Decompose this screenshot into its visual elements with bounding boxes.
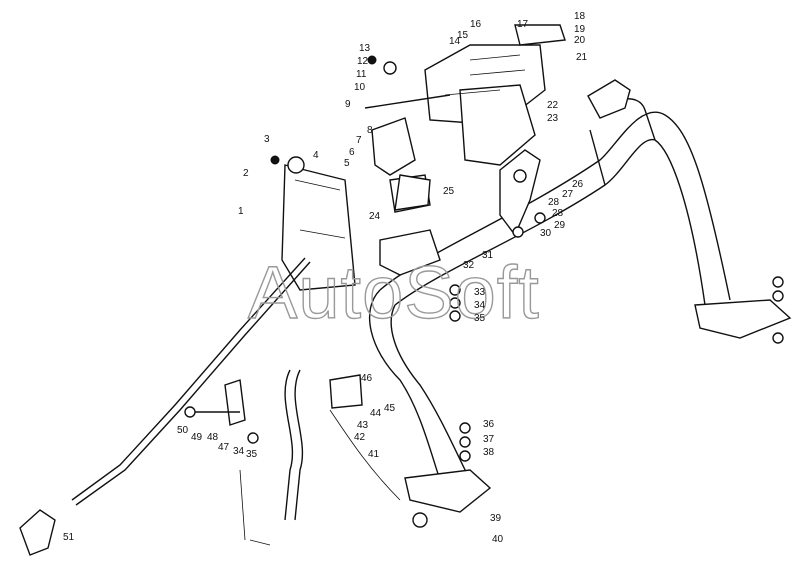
callout-label-51: 51 [63,532,75,543]
callout-label-32: 32 [463,260,475,271]
fasteners [184,55,784,528]
callout-label-28: 28 [548,197,560,208]
callout-label-21: 21 [576,52,588,63]
callout-label-34: 34 [233,446,245,457]
callout-label-7: 7 [356,135,362,146]
callout-label-5: 5 [344,158,350,169]
callout-label-20: 20 [574,35,586,46]
callout-label-27: 27 [562,189,574,200]
callout-label-6: 6 [349,147,355,158]
callout-label-30: 30 [540,228,552,239]
callout-label-17: 17 [517,19,529,30]
callout-label-35: 35 [246,449,258,460]
watermark: AutoSoft [248,251,540,334]
callout-label-14: 14 [449,36,461,47]
callout-label-18: 18 [574,11,586,22]
callout-label-41: 41 [368,449,380,460]
callout-label-1: 1 [238,206,244,217]
callout-label-35: 35 [474,313,486,324]
callout-label-37: 37 [483,434,495,445]
callout-label-12: 12 [357,56,369,67]
callout-label-49: 49 [191,432,203,443]
pedal-bracket-assembly [364,24,566,176]
callout-label-31: 31 [482,250,494,261]
callout-label-34: 34 [474,300,486,311]
callout-label-2: 2 [243,168,249,179]
lever-assembly [281,156,431,291]
lower-linkage [185,369,401,546]
callout-label-36: 36 [483,419,495,430]
callout-label-10: 10 [354,82,366,93]
callout-label-19: 19 [574,24,586,35]
callout-label-47: 47 [218,442,230,453]
callout-label-38: 38 [483,447,495,458]
callout-label-26: 26 [572,179,584,190]
callout-label-4: 4 [313,150,319,161]
callout-label-33: 33 [474,287,486,298]
callout-label-11: 11 [356,69,367,80]
callout-label-15: 15 [457,30,469,41]
callout-label-29: 29 [554,220,566,231]
callout-label-28: 28 [552,208,564,219]
callout-label-50: 50 [177,425,189,436]
callout-label-42: 42 [354,432,366,443]
callout-label-22: 22 [547,100,559,111]
gear-shift-rod [19,257,311,556]
tubular-frame [368,79,792,513]
callout-label-40: 40 [492,534,504,545]
callout-label-25: 25 [443,186,455,197]
callout-label-39: 39 [490,513,502,524]
callout-label-48: 48 [207,432,219,443]
callout-label-23: 23 [547,113,559,124]
callout-label-8: 8 [367,125,373,136]
callout-label-13: 13 [359,43,371,54]
callout-label-9: 9 [345,99,351,110]
callout-label-43: 43 [357,420,369,431]
callout-label-16: 16 [470,19,482,30]
callout-label-45: 45 [384,403,396,414]
callout-label-46: 46 [361,373,373,384]
callout-label-44: 44 [370,408,382,419]
callout-label-3: 3 [264,134,270,145]
callout-label-24: 24 [369,211,381,222]
